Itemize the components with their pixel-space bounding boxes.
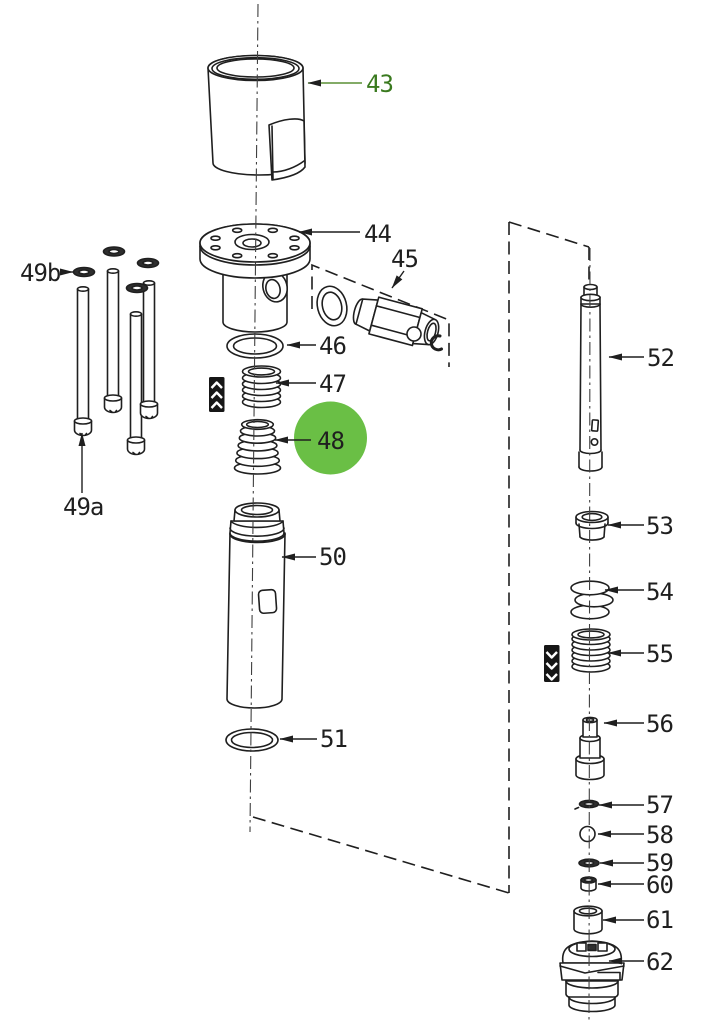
part-label-50[interactable]: 50 xyxy=(319,543,347,571)
part-45-drawing xyxy=(316,285,443,352)
part-label-51[interactable]: 51 xyxy=(320,725,348,753)
center-axis-left xyxy=(249,3,259,833)
leader-lines xyxy=(60,79,644,965)
part-53-drawing xyxy=(575,510,609,541)
part-label-60[interactable]: 60 xyxy=(646,871,674,899)
part-52-drawing xyxy=(578,283,603,472)
assembly-boundary-45 xyxy=(311,263,450,367)
part-label-59[interactable]: 59 xyxy=(646,849,674,877)
part-label-62[interactable]: 62 xyxy=(646,948,674,976)
grease-down-icon xyxy=(544,645,560,682)
part-label-53[interactable]: 53 xyxy=(646,512,674,540)
highlight-circle-48[interactable] xyxy=(294,401,367,475)
part-label-56[interactable]: 56 xyxy=(646,710,674,738)
part-61-drawing xyxy=(573,905,603,935)
part-label-54[interactable]: 54 xyxy=(646,578,674,606)
part-label-52[interactable]: 52 xyxy=(647,344,675,372)
part-label-57[interactable]: 57 xyxy=(646,791,674,819)
part-label-55[interactable]: 55 xyxy=(646,640,674,668)
part-label-49b[interactable]: 49b xyxy=(20,259,62,287)
part-label-61[interactable]: 61 xyxy=(646,906,674,934)
part-label-49a[interactable]: 49a xyxy=(63,493,104,521)
part-57-drawing xyxy=(574,799,600,810)
part-48-drawing xyxy=(233,418,282,475)
part-49b-washers-drawing xyxy=(72,246,160,294)
part-label-48[interactable]: 48 xyxy=(317,427,345,455)
part-43-drawing xyxy=(207,54,306,181)
part-60-drawing xyxy=(580,876,597,892)
part-49a-bolts-drawing xyxy=(73,267,159,456)
part-label-46[interactable]: 46 xyxy=(319,332,347,360)
part-label-58[interactable]: 58 xyxy=(646,821,674,849)
part-47-drawing xyxy=(241,365,282,409)
center-axis-right xyxy=(588,247,591,1023)
part-56-drawing xyxy=(575,716,605,781)
part-label-44[interactable]: 44 xyxy=(364,220,392,248)
part-label-45[interactable]: 45 xyxy=(391,245,419,273)
part-44-drawing xyxy=(199,223,311,333)
part-55-drawing xyxy=(571,628,611,673)
part-51-drawing xyxy=(225,728,279,752)
part-label-47[interactable]: 47 xyxy=(319,370,347,398)
part-label-43[interactable]: 43 xyxy=(366,70,394,98)
assembly-boundary-52-62 xyxy=(252,221,590,894)
part-50-drawing xyxy=(226,502,286,709)
grease-up-icon xyxy=(209,377,225,412)
part-58-drawing xyxy=(579,825,596,843)
part-54-drawing xyxy=(570,580,614,620)
part-62-drawing xyxy=(559,940,625,1013)
